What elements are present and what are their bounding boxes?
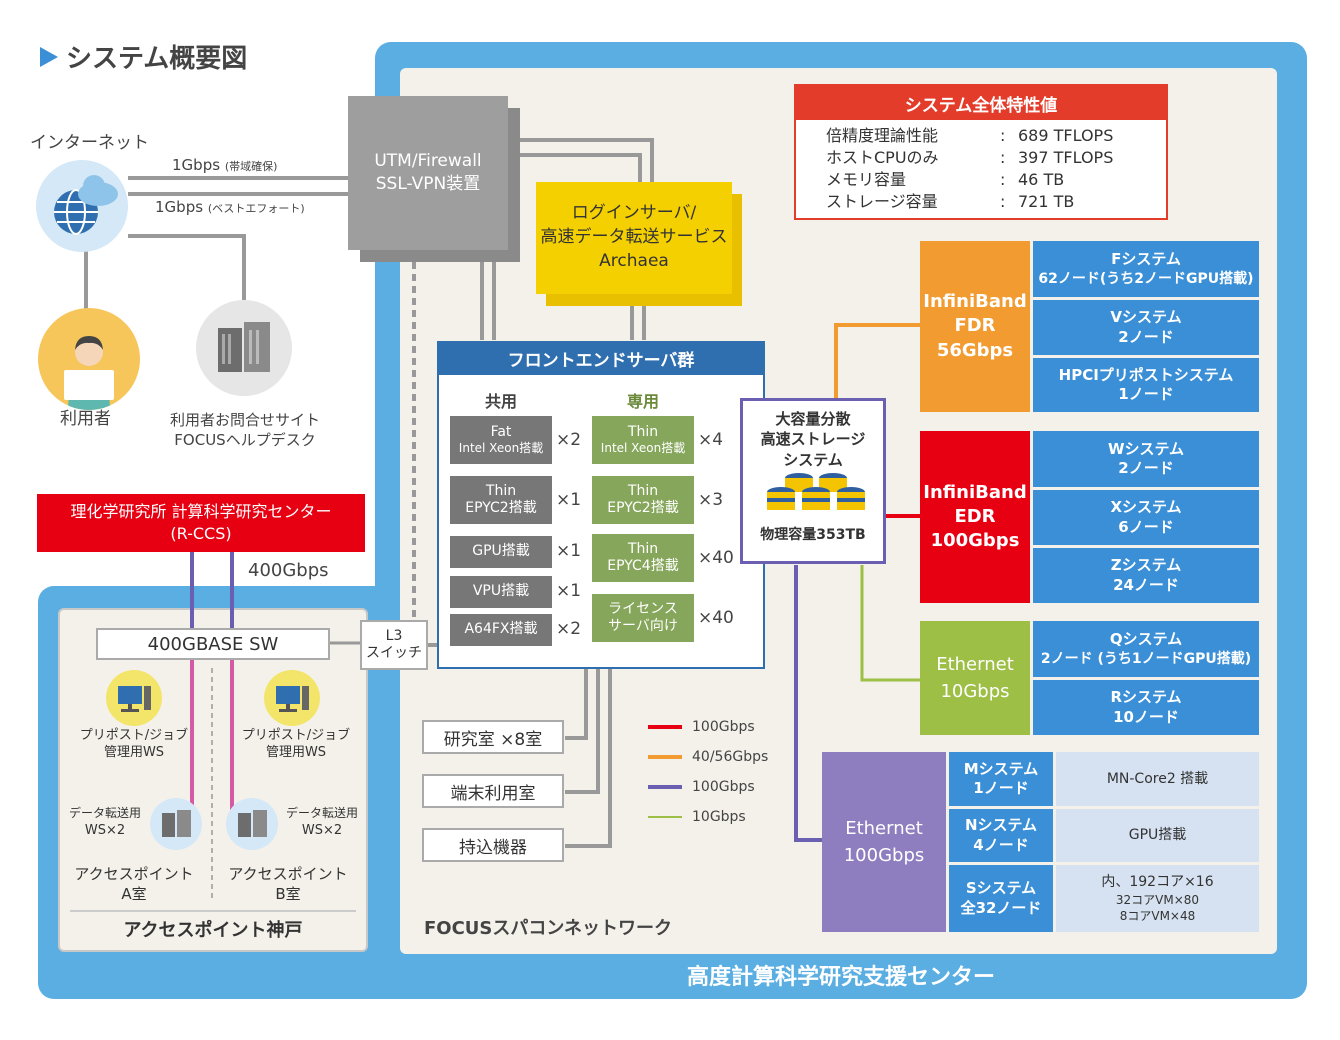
shared-server-mult: ×2: [556, 619, 582, 639]
dedicated-server-mult: ×40: [698, 548, 734, 568]
focus-network-label: FOCUSスパコンネットワーク: [424, 918, 673, 939]
legend-swatch: [648, 725, 682, 729]
helpdesk-label: 利用者お問合せサイト FOCUSヘルプデスク: [169, 411, 320, 450]
dt-server-b-icon: [226, 798, 278, 850]
system-desc-cell: 内、192コア×16 32コアVM×80 8コアVM×48: [1056, 865, 1259, 932]
system-cell: Sシステム全32ノード: [949, 865, 1053, 932]
dt-server-a-icon: [150, 798, 202, 850]
shared-server: A64FX搭載: [450, 614, 552, 646]
specs-row: メモリ容量:46 TB: [826, 170, 1065, 189]
legend-item: 40/56Gbps: [648, 746, 768, 768]
user-avatar-icon: [38, 308, 140, 410]
workstation-a-icon: [106, 670, 162, 726]
dedicated-server-mult: ×3: [698, 490, 724, 510]
dt-a-label: データ転送用 WS×2: [68, 806, 141, 838]
specs-row: ホストCPUのみ:397 TFLOPS: [826, 148, 1114, 167]
triangle-bullet-icon: [40, 46, 58, 67]
page-title: システム概要図: [40, 38, 247, 75]
shared-server-mult: ×1: [556, 490, 582, 510]
user-label: 利用者: [60, 409, 111, 429]
dedicated-server: ライセンスサーバ向け: [592, 594, 694, 642]
storage-title: 大容量分散 高速ストレージ システム: [760, 410, 866, 469]
ap-a-label: アクセスポイント A室: [74, 865, 194, 904]
dedicated-server-mult: ×40: [698, 608, 734, 628]
workstation-b-icon: [264, 670, 320, 726]
eth100-block: Ethernet 100Gbps: [822, 752, 946, 932]
ws-b-label: プリポスト/ジョブ 管理用WS: [241, 728, 351, 760]
legend-item: 100Gbps: [648, 716, 768, 738]
legend-item: 10Gbps: [648, 806, 768, 828]
storage-capacity: 物理容量353TB: [760, 526, 866, 543]
riken-link-speed: 400Gbps: [248, 560, 329, 581]
frontend-title: フロントエンドサーバ群: [437, 341, 765, 375]
riken-box: 理化学研究所 計算科学研究センター (R-CCS): [37, 494, 365, 552]
kobe-footer-label: アクセスポイント神戸: [123, 920, 303, 941]
system-desc-cell: GPU搭載: [1056, 809, 1259, 862]
kobe-footer: [70, 910, 356, 912]
shared-server: GPU搭載: [450, 536, 552, 568]
room-terminal: 端末利用室: [422, 774, 564, 808]
dedicated-server-mult: ×4: [698, 430, 724, 450]
system-desc-cell: MN-Core2 搭載: [1056, 752, 1259, 806]
legend-swatch: [648, 816, 682, 818]
room-byod: 持込機器: [422, 828, 564, 862]
legend-swatch: [648, 785, 682, 789]
specs-rows: 倍精度理論性能:689 TFLOPS ホストCPUのみ:397 TFLOPS メ…: [796, 120, 1166, 213]
shared-server-mult: ×1: [556, 581, 582, 601]
internet-link-guaranteed: 1Gbps (帯域確保): [172, 156, 278, 174]
ws-a-label: プリポスト/ジョブ 管理用WS: [79, 728, 189, 760]
legend-item: 100Gbps: [648, 776, 768, 798]
shared-server: VPU搭載: [450, 576, 552, 608]
specs-row: ストレージ容量:721 TB: [826, 192, 1075, 211]
shared-server-mult: ×1: [556, 541, 582, 561]
shared-label: 共用: [484, 392, 517, 411]
edr-block: InfiniBand EDR 100Gbps: [920, 431, 1030, 603]
internet-link-besteffort: 1Gbps (ベストエフォート): [155, 198, 305, 216]
internet-globe-icon: [36, 160, 128, 252]
l3-switch: L3 スイッチ: [360, 620, 428, 670]
eth10-block: Ethernet 10Gbps: [920, 621, 1030, 735]
legend-swatch: [648, 755, 682, 759]
specs-title: システム全体特性値: [796, 86, 1166, 120]
database-icon: [761, 470, 871, 518]
specs-row: 倍精度理論性能:689 TFLOPS: [826, 126, 1114, 145]
server-icon: [196, 300, 292, 396]
legend: 100Gbps 40/56Gbps 100Gbps 10Gbps: [648, 716, 768, 828]
specs-box: システム全体特性値 倍精度理論性能:689 TFLOPS ホストCPUのみ:39…: [794, 84, 1168, 220]
login-server-box: ログインサーバ/ 高速データ転送サービス Archaea: [536, 182, 732, 294]
kobe-area: [58, 608, 368, 952]
dedicated-label: 専用: [626, 392, 659, 411]
dt-b-label: データ転送用 WS×2: [285, 806, 358, 838]
firewall-box: UTM/Firewall SSL-VPN装置: [348, 96, 508, 250]
center-name: 高度計算科学研究支援センター: [686, 965, 995, 990]
room-lab: 研究室 ×8室: [422, 720, 564, 754]
ap-b-label: アクセスポイント B室: [228, 865, 348, 904]
shared-server-mult: ×2: [556, 430, 582, 450]
internet-label: インターネット: [30, 133, 149, 153]
sw-400gbase: 400GBASE SW: [96, 628, 330, 660]
storage-box: 大容量分散 高速ストレージ システム 物理容量353TB: [740, 398, 886, 564]
fdr-block: InfiniBand FDR 56Gbps: [920, 241, 1030, 412]
